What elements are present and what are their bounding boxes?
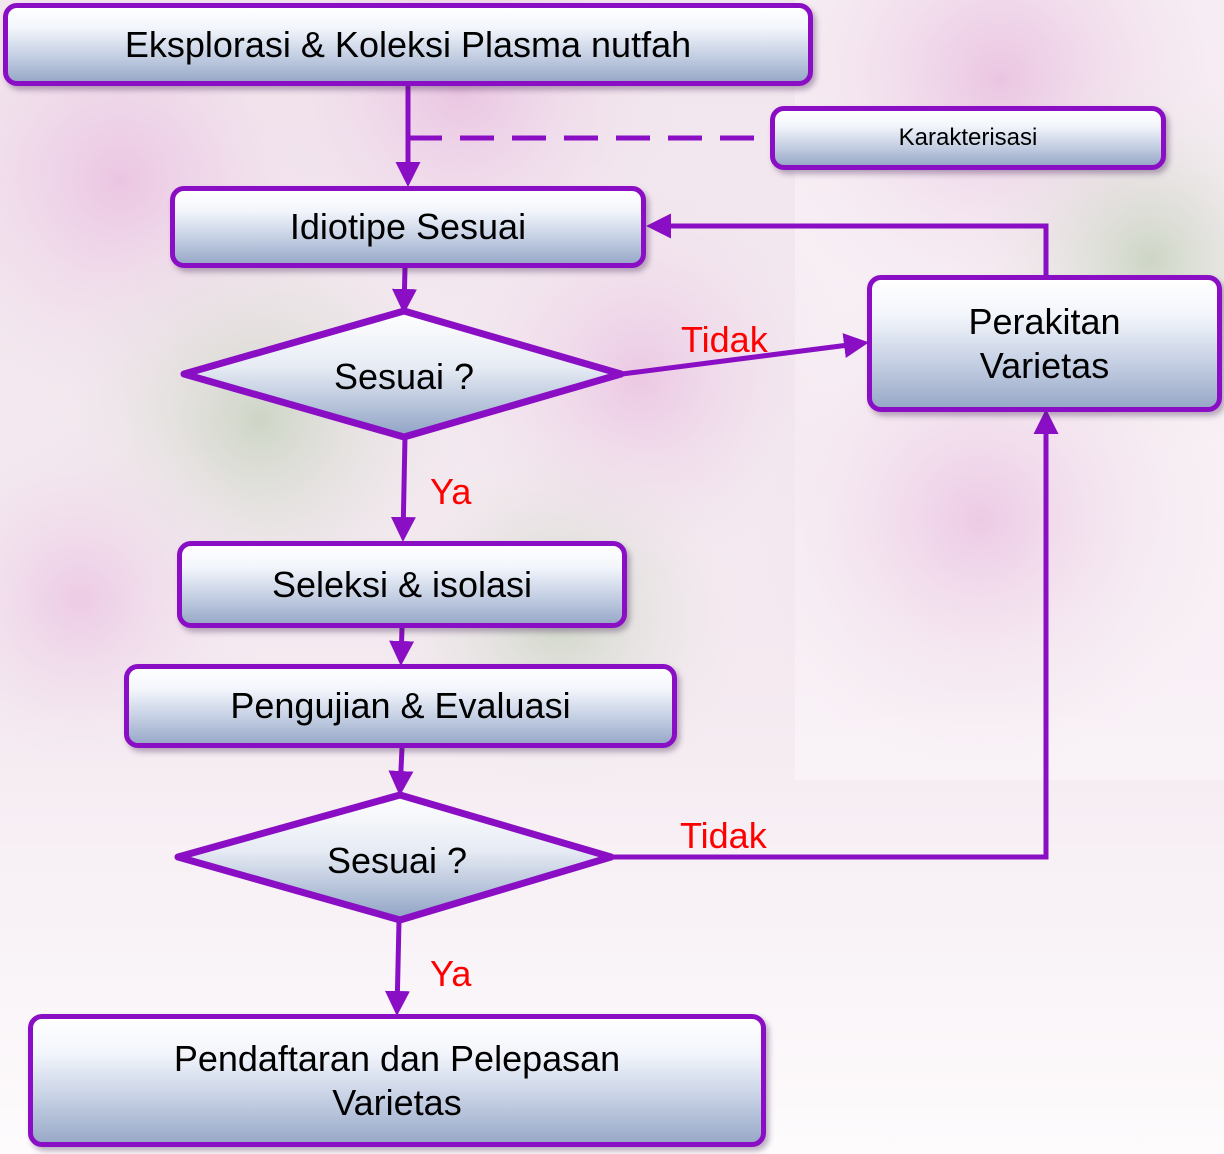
arrow-idiotipe-to-decision1 bbox=[391, 267, 417, 314]
node-idiotipe: Idiotipe Sesuai bbox=[170, 186, 646, 268]
arrow-seleksi-to-pengujian bbox=[389, 627, 415, 666]
arrow-decision1-yes-to-seleksi bbox=[390, 436, 416, 542]
branch-label-decision1-no: Tidak bbox=[681, 319, 768, 360]
node-seleksi: Seleksi & isolasi bbox=[177, 541, 627, 628]
node-seleksi-label: Seleksi & isolasi bbox=[271, 563, 533, 605]
arrow-decision1-no-to-perakitan bbox=[621, 333, 869, 377]
node-eksplorasi-label: Eksplorasi & Koleksi Plasma nutfah bbox=[124, 23, 692, 65]
node-karakterisasi-label: Karakterisasi bbox=[898, 123, 1038, 151]
node-pendaftaran-label: Pendaftaran dan Pelepasan Varietas bbox=[173, 1038, 621, 1123]
node-perakitan-label: Perakitan Varietas bbox=[968, 301, 1121, 386]
decision-2-label: Sesuai ? bbox=[326, 840, 468, 881]
decision-diamond-1 bbox=[180, 307, 625, 441]
node-pendaftaran: Pendaftaran dan Pelepasan Varietas bbox=[28, 1014, 766, 1147]
decision-1-label: Sesuai ? bbox=[333, 356, 475, 397]
arrow-perakitan-to-idiotipe bbox=[646, 213, 1049, 275]
branch-label-decision2-yes: Ya bbox=[430, 953, 472, 994]
arrow-decision2-no-to-perakitan bbox=[612, 409, 1059, 860]
node-pengujian: Pengujian & Evaluasi bbox=[124, 664, 677, 748]
node-karakterisasi: Karakterisasi bbox=[770, 106, 1166, 170]
node-idiotipe-label: Idiotipe Sesuai bbox=[289, 206, 527, 248]
branch-label-decision2-no: Tidak bbox=[680, 815, 767, 856]
branch-label-decision1-yes: Ya bbox=[430, 471, 472, 512]
node-pengujian-label: Pengujian & Evaluasi bbox=[230, 685, 571, 727]
arrow-pengujian-to-decision2 bbox=[388, 747, 414, 796]
decision-diamond-2 bbox=[174, 791, 615, 924]
node-eksplorasi: Eksplorasi & Koleksi Plasma nutfah bbox=[3, 3, 813, 86]
node-perakitan: Perakitan Varietas bbox=[867, 275, 1222, 412]
arrow-decision2-yes-to-pendaftaran bbox=[384, 920, 410, 1016]
